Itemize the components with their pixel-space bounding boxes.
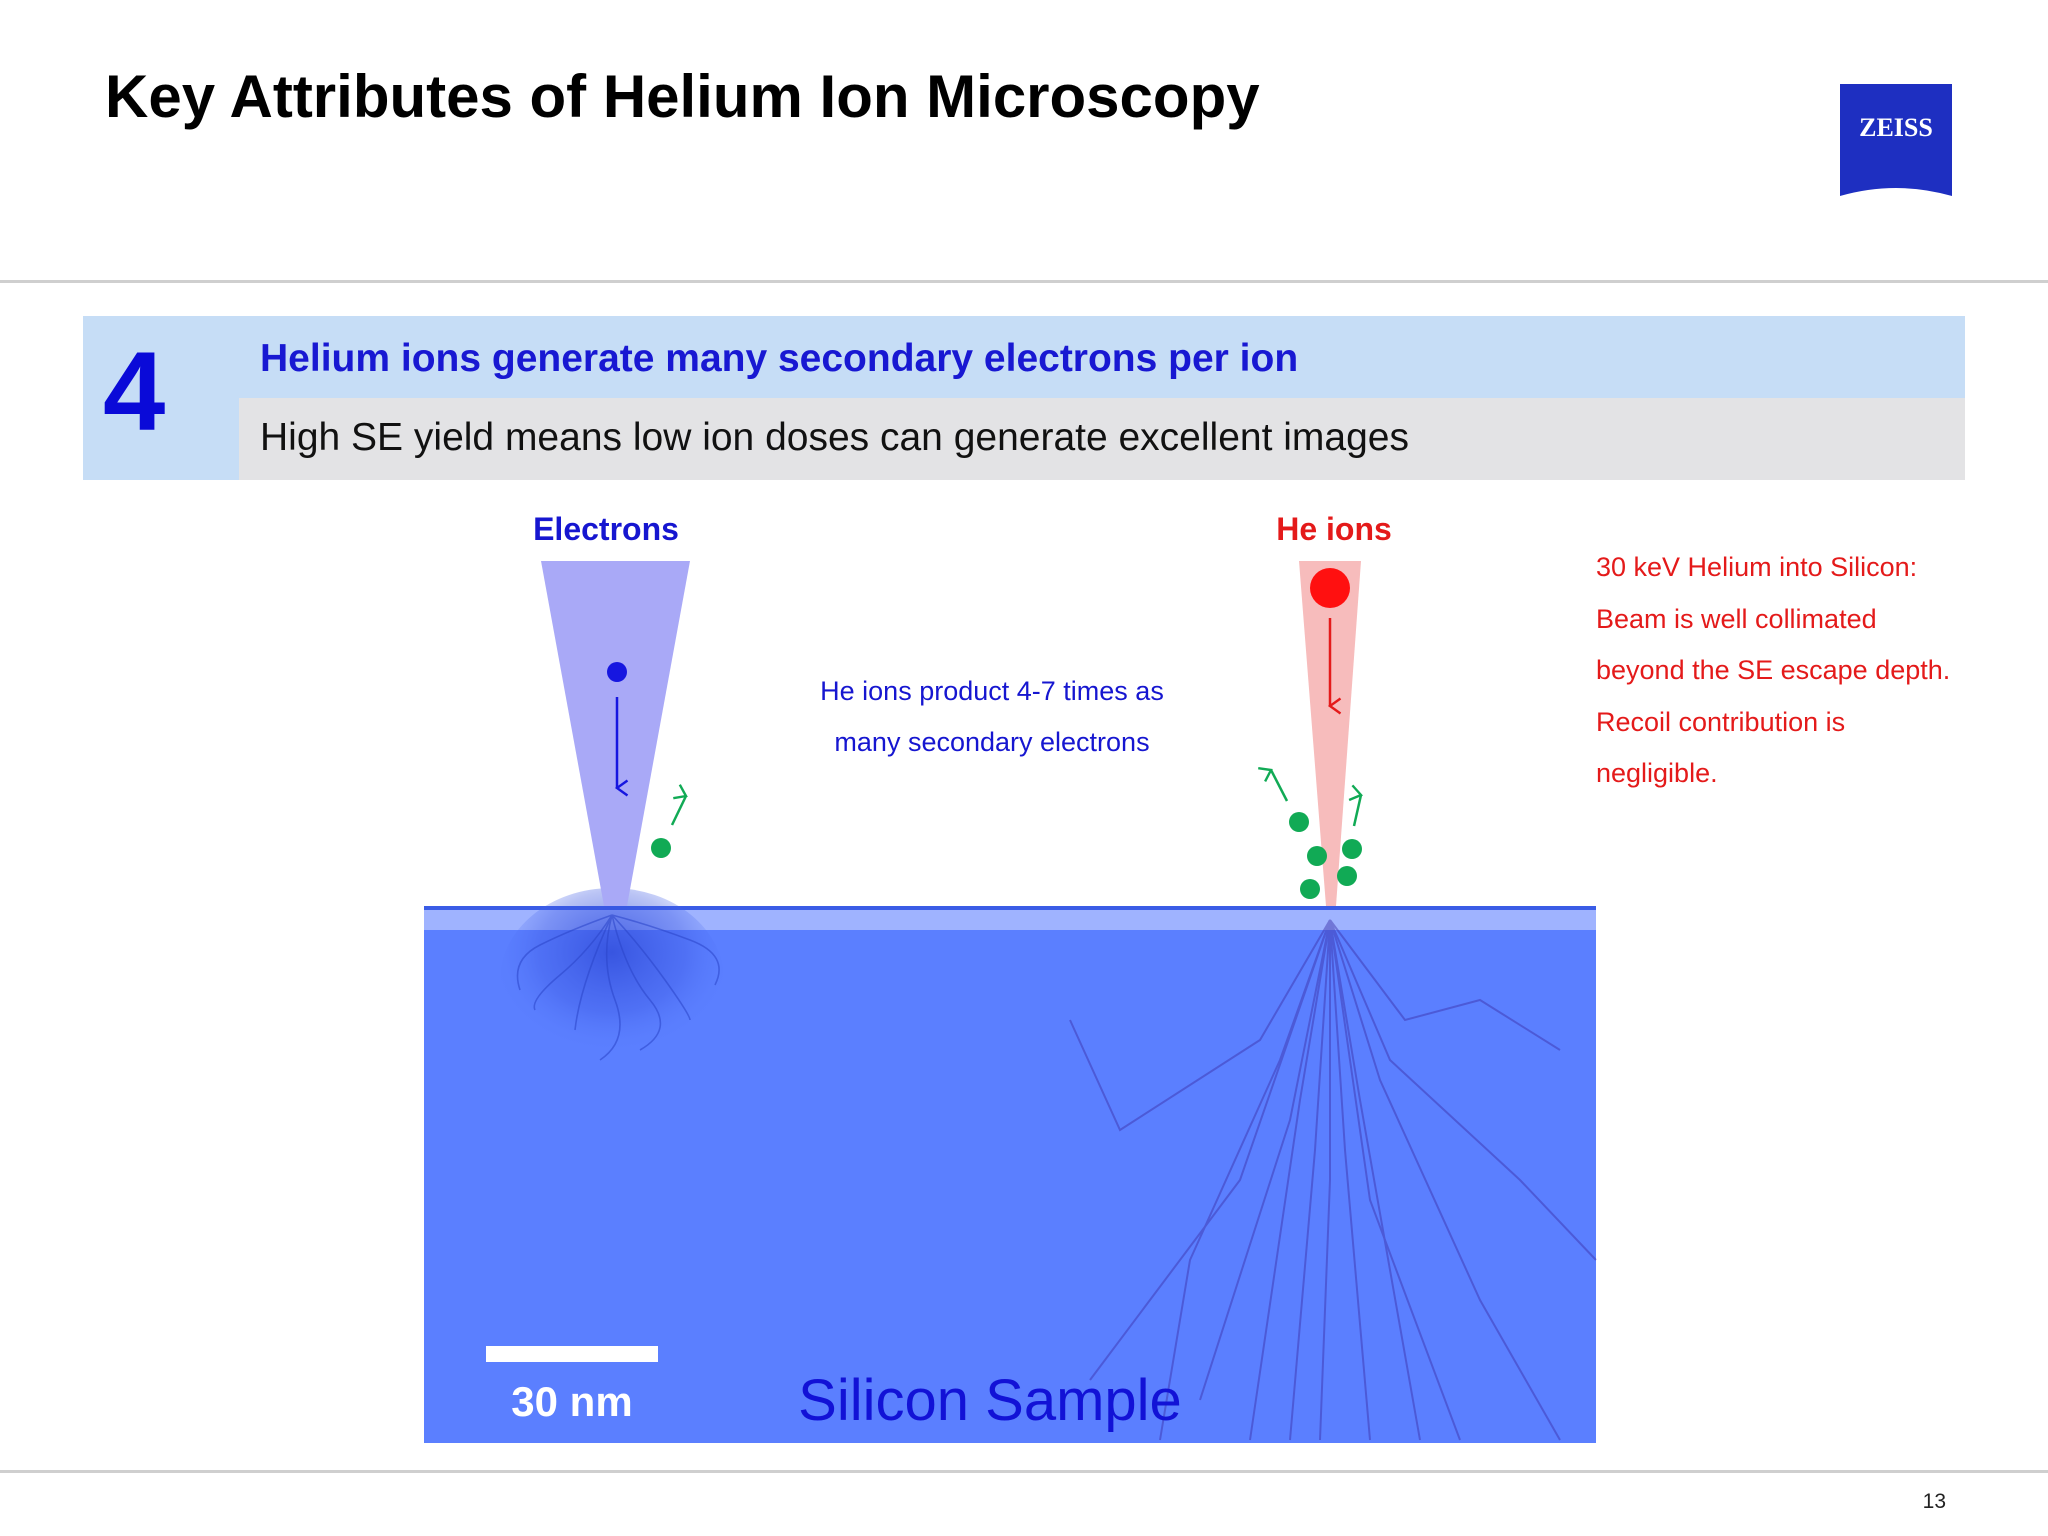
electron-interaction-volume [500, 888, 724, 1072]
secondary-electron-arrow [1258, 766, 1289, 802]
red-annotation: 30 keV Helium into Silicon: Beam is well… [1596, 542, 1950, 800]
footer-divider [0, 1470, 2048, 1473]
scale-bar [486, 1346, 658, 1362]
electron-particle [607, 662, 627, 682]
secondary-electron-arrow [1348, 784, 1364, 827]
attribute-number: 4 [103, 329, 166, 454]
silicon-sample-label: Silicon Sample [798, 1368, 1182, 1433]
center-note-line-2: many secondary electrons [834, 727, 1149, 757]
header-divider [0, 280, 2048, 283]
he-ions-label: He ions [1276, 511, 1392, 547]
secondary-electron [1289, 812, 1309, 832]
he-secondary-electrons [1289, 812, 1362, 899]
logo-text: ZEISS [1859, 113, 1933, 142]
secondary-electron [1337, 866, 1357, 886]
red-note-line: Beam is well collimated [1596, 603, 1877, 634]
red-note-line: beyond the SE escape depth. [1596, 655, 1951, 685]
electron-scatter-tracks [516, 914, 720, 1061]
page-number: 13 [1922, 1490, 1946, 1513]
zeiss-logo: ZEISS [1840, 84, 1952, 196]
scale-bar-label: 30 nm [511, 1378, 632, 1425]
red-note-line: 30 keV Helium into Silicon: [1596, 552, 1918, 582]
he-ion-beam [1299, 561, 1361, 906]
red-note-line: Recoil contribution is [1596, 706, 1846, 737]
center-note-line-1: He ions product 4-7 times as [820, 676, 1164, 706]
slide-title: Key Attributes of Helium Ion Microscopy [105, 63, 1260, 130]
red-note-line: negligible. [1596, 758, 1718, 788]
secondary-electron [651, 838, 671, 858]
secondary-electron [1300, 879, 1320, 899]
electrons-label: Electrons [533, 511, 679, 547]
secondary-electron [1342, 839, 1362, 859]
attribute-headline: Helium ions generate many secondary elec… [260, 337, 1299, 380]
he-ion-cascade [1069, 919, 1597, 1441]
subline-background [239, 398, 1965, 480]
secondary-electron [1307, 846, 1327, 866]
secondary-electron-arrow [670, 784, 688, 826]
attribute-subline: High SE yield means low ion doses can ge… [260, 416, 1409, 459]
he-ion-particle [1310, 568, 1350, 608]
electron-beam [541, 561, 690, 906]
